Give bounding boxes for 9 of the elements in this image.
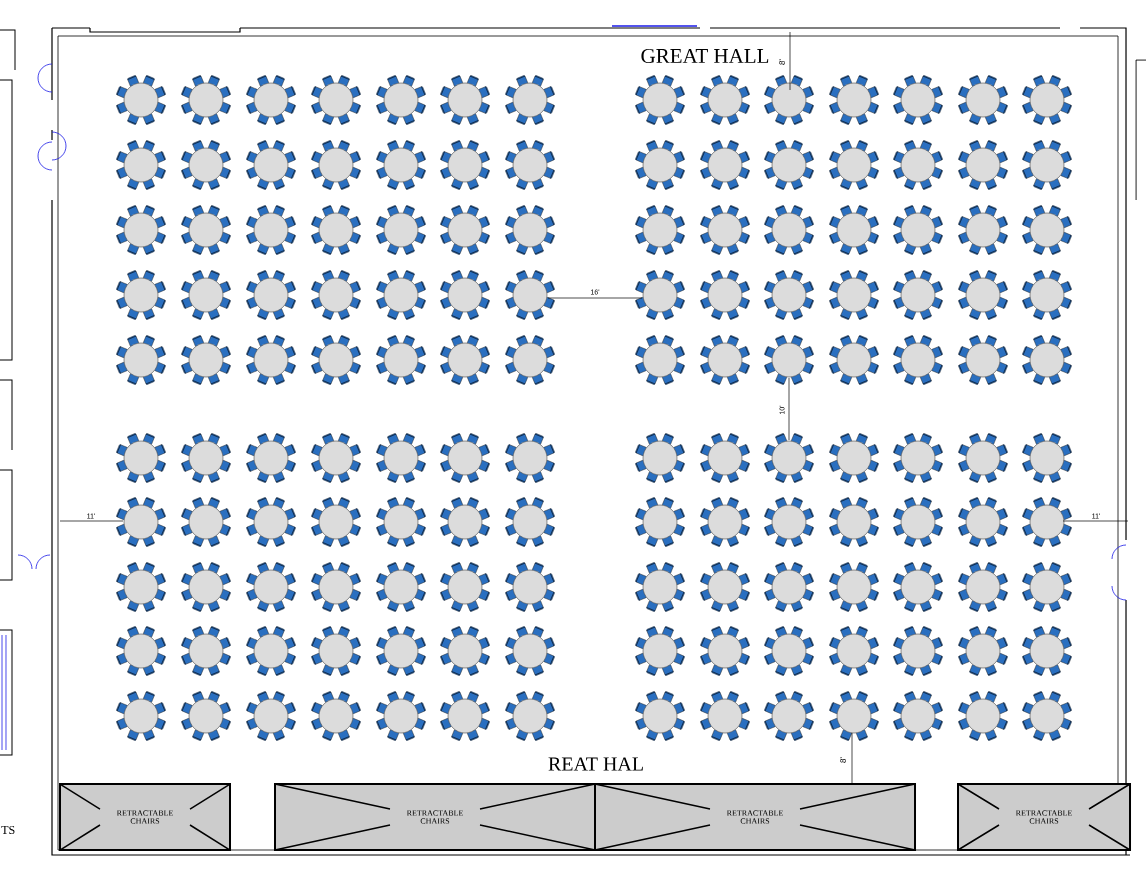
dimension-label: 8': [779, 59, 785, 65]
retractable-chairs-box: RETRACTABLE CHAIRS: [957, 783, 1131, 851]
retractable-chairs-box: RETRACTABLE CHAIRS: [59, 783, 231, 851]
room-label: REAT HAL: [548, 757, 643, 771]
retractable-chairs-box: RETRACTABLE CHAIRS: [274, 783, 596, 851]
room-label: TS: [1, 825, 15, 835]
retractable-chairs-box: RETRACTABLE CHAIRS: [594, 783, 916, 851]
dimension-label: 8': [840, 757, 846, 763]
room-title: GREAT HALL: [641, 48, 769, 64]
